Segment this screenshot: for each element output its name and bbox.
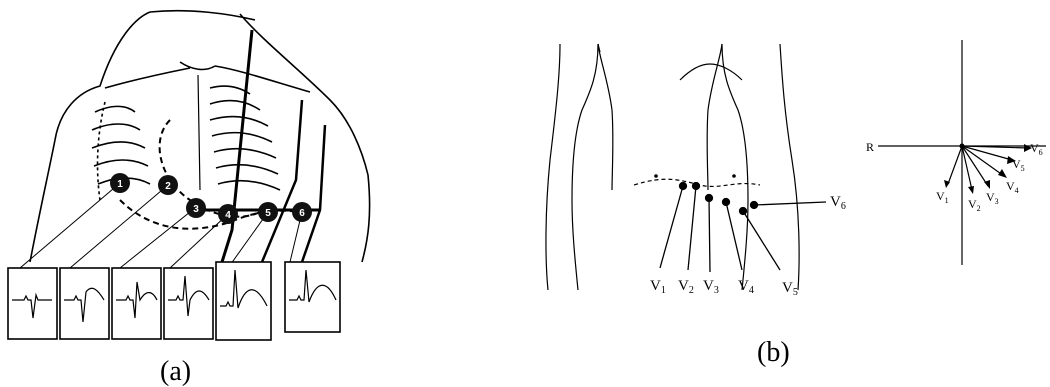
svg-text:4: 4 [225,210,231,221]
lead-label-v6: V6 [830,194,846,212]
lead-label-v5: V5 [782,280,798,298]
electrode-5: 5 [258,202,278,222]
ecg-box-v3 [112,268,161,339]
electrode-3: 3 [186,198,206,218]
ecg-waveform-boxes [8,262,340,340]
svg-text:2: 2 [165,181,171,192]
heart-outline [160,120,260,217]
electrode-4: 4 [218,204,238,224]
clavicle-right [105,68,190,88]
caption-b: (b) [757,337,790,368]
electrode-1: 1 [110,173,130,193]
lead-label-v3: V3 [703,278,719,296]
svg-text:1: 1 [117,179,123,190]
sternum [198,75,200,190]
vector-label-v5: V5 [1012,157,1025,173]
torso-outline-b [572,44,598,290]
precordial-electrodes [660,183,826,273]
ecg-box-v5 [216,262,271,340]
lead-label-v4: V4 [738,278,754,296]
midaxillary-line [302,125,325,262]
clavicle-left [215,66,310,92]
electrode-2: 2 [158,175,178,195]
vector-label-v6: V6 [1030,141,1043,157]
ecg-box-v2 [60,268,109,339]
panel-b-torso-diagram [546,44,799,290]
nipple-markers [654,174,736,178]
caption-a: (a) [160,356,191,387]
ecg-box-v6 [285,262,340,332]
axis-label-r: R [866,140,874,154]
left-arm-outline [30,140,55,262]
svg-text:6: 6 [299,208,305,219]
electrode-6: 6 [292,202,312,222]
ecg-box-v1 [8,268,57,339]
svg-text:5: 5 [265,208,271,219]
vector-label-v2: V2 [968,197,981,213]
lead-label-v1: V1 [650,278,666,296]
vector-labels: V6 V5 V4 V3 V2 V1 [936,141,1043,213]
svg-text:3: 3 [193,204,199,215]
midclavicular-line [222,30,252,262]
panel-a-chest-illustration [20,11,370,268]
lead-vector-diagram [878,40,1046,265]
vector-label-v4: V4 [1006,179,1019,195]
lead-label-v2: V2 [678,278,694,296]
vector-label-v1: V1 [936,189,949,205]
ecg-box-v4 [164,268,213,339]
vector-label-v3: V3 [986,190,999,206]
